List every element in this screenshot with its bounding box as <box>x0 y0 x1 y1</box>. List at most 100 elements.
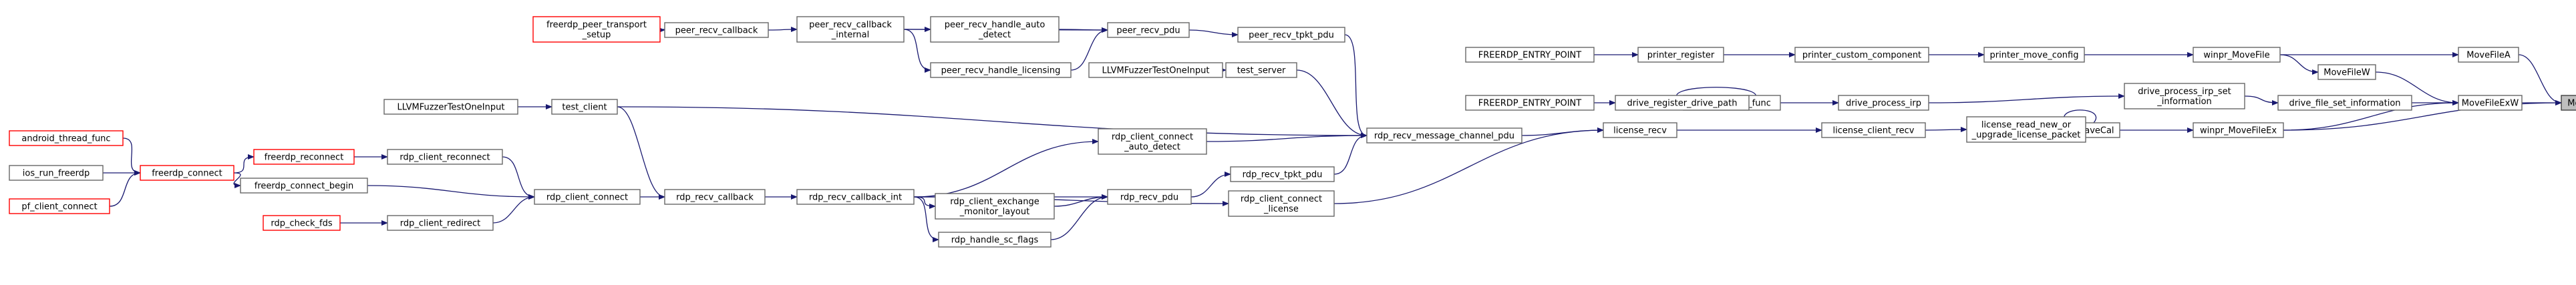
node-printer-move-config[interactable]: printer_move_config <box>1983 47 2085 63</box>
node-freerdp-connect[interactable]: freerdp_connect <box>140 165 234 181</box>
node-box <box>1838 95 1929 111</box>
node-label: rdp_recv_message_channel_pdu <box>1374 131 1514 141</box>
node-label: _detect <box>978 30 1011 40</box>
node-box <box>1098 128 1207 155</box>
node-label: freerdp_reconnect <box>265 153 344 163</box>
node-peer-recv-pdu[interactable]: peer_recv_pdu <box>1107 22 1190 38</box>
node-rdp-recv-callback[interactable]: rdp_recv_callback <box>664 189 766 205</box>
node-label: FREERDP_ENTRY_POINT <box>1478 99 1581 109</box>
node-rdp-client-connect-license[interactable]: rdp_client_connect_license <box>1228 190 1335 217</box>
node-freerdp-entry-point-2[interactable]: FREERDP_ENTRY_POINT <box>1465 95 1595 111</box>
node-box <box>383 99 518 115</box>
node-movefileexw[interactable]: MoveFileExW <box>2458 95 2523 111</box>
node-drive-process-irp-set-information[interactable]: drive_process_irp_set_information <box>2124 83 2245 109</box>
node-winpr-movefile[interactable]: winpr_MoveFile <box>2193 47 2281 63</box>
node-rdp-check-fds[interactable]: rdp_check_fds <box>263 215 341 231</box>
node-movefilew[interactable]: MoveFileW <box>2317 64 2376 80</box>
node-box <box>1366 127 1522 144</box>
node-llvmfuzzertestoneinput-1[interactable]: LLVMFuzzerTestOneInput <box>1088 62 1223 78</box>
node-label: peer_recv_callback <box>675 26 758 36</box>
node-label: peer_recv_handle_auto <box>945 20 1045 30</box>
node-peer-recv-callback-internal[interactable]: peer_recv_callback_internal <box>796 16 905 43</box>
node-box <box>9 165 104 181</box>
node-label: LLVMFuzzerTestOneInput <box>397 103 505 113</box>
node-drive-register-drive-path[interactable]: drive_register_drive_path <box>1615 95 1750 111</box>
node-llvmfuzzertestoneinput-2[interactable]: LLVMFuzzerTestOneInput <box>383 99 518 115</box>
node-box <box>1637 47 1724 63</box>
node-rdp-handle-sc-flags[interactable]: rdp_handle_sc_flags <box>938 232 1052 248</box>
node-box <box>1225 62 1297 78</box>
edge-rdp-client-connect-license-to-license-recv <box>1333 127 1604 204</box>
edge-rdp-recv-pdu-to-rdp-recv-tpkt-pdu <box>1190 172 1231 198</box>
node-label: ios_run_freerdp <box>23 169 90 179</box>
node-label: rdp_recv_tpkt_pdu <box>1243 170 1323 180</box>
node-freerdp-reconnect[interactable]: freerdp_reconnect <box>253 149 355 165</box>
node-drive-file-set-information[interactable]: drive_file_set_information <box>2277 95 2412 111</box>
node-label: MoveFileA <box>2466 51 2511 61</box>
node-winpr-movefileex[interactable]: winpr_MoveFileEx <box>2193 122 2284 138</box>
node-label: rdp_client_redirect <box>400 219 481 229</box>
node-label: _upgrade_license_packet <box>1971 130 2081 140</box>
node-rdp-client-connect-auto-detect[interactable]: rdp_client_connect_auto_detect <box>1098 128 1207 155</box>
node-box <box>2193 122 2284 138</box>
edge-test-server-to-rdp-recv-message-channel-pdu <box>1296 69 1367 138</box>
node-box <box>2458 95 2523 111</box>
node-rdp-recv-callback-int[interactable]: rdp_recv_callback_int <box>796 189 915 205</box>
node-freerdp-entry-point-1[interactable]: FREERDP_ENTRY_POINT <box>1465 47 1595 63</box>
node-rdp-client-connect[interactable]: rdp_client_connect <box>534 189 641 205</box>
edge-movefilea-to-movefileexa <box>2518 54 2562 105</box>
node-label: _license <box>1263 204 1299 214</box>
node-rdp-client-reconnect[interactable]: rdp_client_reconnect <box>387 149 503 165</box>
node-test-client[interactable]: test_client <box>551 99 618 115</box>
node-label: rdp_client_exchange <box>950 197 1039 207</box>
edge-winpr-movefileex-to-movefileexw <box>2283 100 2459 131</box>
node-rdp-client-exchange-monitor-layout[interactable]: rdp_client_exchange_monitor_layout <box>935 193 1055 220</box>
edge-peer-recv-tpkt-pdu-to-rdp-recv-message-channel-pdu <box>1344 34 1367 138</box>
node-rdp-client-redirect[interactable]: rdp_client_redirect <box>387 215 494 231</box>
node-test-server[interactable]: test_server <box>1225 62 1297 78</box>
node-movefileexa[interactable]: MoveFileExA <box>2561 95 2576 111</box>
edge-rdp-handle-sc-flags-to-rdp-recv-pdu <box>1050 194 1108 240</box>
node-drive-process-irp[interactable]: drive_process_irp <box>1838 95 1929 111</box>
node-license-read-new-or-upgrade-license-packet[interactable]: license_read_new_or_upgrade_license_pack… <box>1966 116 2086 143</box>
node-label: license_recv <box>1613 126 1667 136</box>
node-ios-run-freerdp[interactable]: ios_run_freerdp <box>9 165 104 181</box>
node-peer-recv-tpkt-pdu[interactable]: peer_recv_tpkt_pdu <box>1237 27 1345 43</box>
node-box <box>796 16 905 43</box>
node-box <box>1228 190 1335 217</box>
edge-rdp-client-redirect-to-rdp-client-connect <box>492 194 535 224</box>
node-movefilea[interactable]: MoveFileA <box>2458 47 2519 63</box>
node-peer-recv-handle-licensing[interactable]: peer_recv_handle_licensing <box>930 62 1072 78</box>
node-printer-register[interactable]: printer_register <box>1637 47 1724 63</box>
node-label: license_read_new_or <box>1981 120 2072 130</box>
node-label: drive_process_irp_set <box>2138 87 2231 97</box>
node-label: saveCal <box>2080 126 2114 136</box>
node-license-recv[interactable]: license_recv <box>1603 122 1677 138</box>
node-label: rdp_recv_callback <box>676 193 754 203</box>
node-printer-custom-component[interactable]: printer_custom_component <box>1794 47 1929 63</box>
node-rdp-recv-message-channel-pdu[interactable]: rdp_recv_message_channel_pdu <box>1366 127 1522 144</box>
nodes: MoveFileExA MoveFileA MoveFileW MoveFileExW… <box>9 16 2576 248</box>
node-label: peer_recv_tpkt_pdu <box>1249 31 1334 41</box>
node-rdp-recv-pdu[interactable]: rdp_recv_pdu <box>1107 189 1192 205</box>
node-rdp-recv-tpkt-pdu[interactable]: rdp_recv_tpkt_pdu <box>1230 166 1335 182</box>
node-label: _auto_detect <box>1124 142 1180 152</box>
node-label: rdp_client_connect <box>1112 132 1193 142</box>
edge-test-client-to-rdp-recv-callback <box>617 106 665 200</box>
edge-rdp-client-connect-auto-detect-to-rdp-recv-message-channel-pdu <box>1206 133 1367 142</box>
node-license-client-recv[interactable]: license_client_recv <box>1821 122 1926 138</box>
node-label: _setup <box>582 30 611 40</box>
node-box <box>140 165 234 181</box>
node-label: printer_custom_component <box>1802 51 1921 61</box>
node-peer-recv-handle-auto-detect[interactable]: peer_recv_handle_auto_detect <box>930 16 1060 43</box>
node-box <box>387 215 494 231</box>
node-freerdp-peer-transport-setup[interactable]: freerdp_peer_transport_setup <box>532 16 661 43</box>
node-label: rdp_client_reconnect <box>399 153 490 163</box>
node-freerdp-connect-begin[interactable]: freerdp_connect_begin <box>240 178 368 194</box>
node-label: rdp_recv_callback_int <box>809 193 902 203</box>
node-box <box>2561 95 2576 111</box>
node-peer-recv-callback[interactable]: peer_recv_callback <box>664 22 769 38</box>
node-android-thread-func[interactable]: android_thread_func <box>9 130 124 146</box>
node-pf-client-connect[interactable]: pf_client_connect <box>9 198 110 214</box>
node-box <box>796 189 915 205</box>
